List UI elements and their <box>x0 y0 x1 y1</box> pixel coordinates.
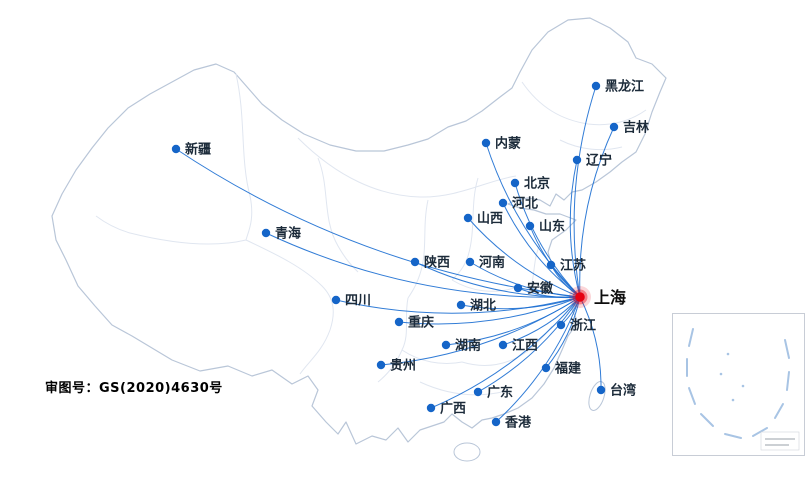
province-label: 河南 <box>479 255 505 271</box>
province-label: 湖南 <box>455 338 481 354</box>
route-arc <box>569 159 581 298</box>
province-dot[interactable] <box>261 228 271 238</box>
province-label: 辽宁 <box>586 153 612 169</box>
route-arc <box>398 296 581 325</box>
province-dot[interactable] <box>463 213 473 223</box>
taiwan-island <box>588 381 606 411</box>
province-label: 福建 <box>554 361 581 377</box>
province-label: 江苏 <box>560 258 586 274</box>
province-label: 四川 <box>345 294 371 309</box>
province-label: 安徽 <box>527 281 554 297</box>
origin-marker: 上海 <box>569 286 626 308</box>
origin-label: 上海 <box>594 288 626 307</box>
province-dots <box>171 81 619 427</box>
province-dot[interactable] <box>465 257 475 267</box>
province-label: 贵州 <box>390 358 416 374</box>
china-outline <box>51 17 667 445</box>
province-label: 山西 <box>477 211 503 227</box>
province-label: 新疆 <box>185 142 211 158</box>
province-dot[interactable] <box>426 403 436 413</box>
route-arc <box>573 85 597 298</box>
route-arc <box>430 296 581 409</box>
route-arc <box>335 296 581 314</box>
origin-dot[interactable] <box>575 292 585 302</box>
province-dot[interactable] <box>481 138 491 148</box>
route-arc <box>485 142 581 298</box>
province-label: 台湾 <box>610 383 636 399</box>
province-dot[interactable] <box>410 257 420 267</box>
route-arc <box>517 287 581 299</box>
route-arc <box>502 296 581 346</box>
province-dot[interactable] <box>441 340 451 350</box>
province-dot[interactable] <box>473 387 483 397</box>
province-label: 陕西 <box>424 255 450 271</box>
route-arc <box>265 232 581 298</box>
route-arcs <box>175 85 615 423</box>
province-dot[interactable] <box>541 363 551 373</box>
province-label: 广西 <box>440 401 466 417</box>
province-dot[interactable] <box>525 221 535 231</box>
route-arc <box>469 261 581 298</box>
province-label: 香港 <box>504 415 532 431</box>
nine-dash-line <box>686 328 790 439</box>
province-dot[interactable] <box>572 155 582 165</box>
province-dot[interactable] <box>456 300 466 310</box>
province-dot[interactable] <box>498 340 508 350</box>
province-dot[interactable] <box>171 144 181 154</box>
province-label: 广东 <box>487 385 513 401</box>
route-arc <box>545 296 581 369</box>
province-dot[interactable] <box>498 198 508 208</box>
inset-islands <box>719 352 745 402</box>
province-label: 吉林 <box>623 120 649 136</box>
province-dot[interactable] <box>546 260 556 270</box>
province-label: 河北 <box>512 196 538 212</box>
province-dot[interactable] <box>491 417 501 427</box>
province-dot[interactable] <box>510 178 520 188</box>
province-dot[interactable] <box>513 283 523 293</box>
province-label: 山东 <box>539 219 565 235</box>
route-arc <box>514 182 581 298</box>
province-dot[interactable] <box>331 295 341 305</box>
route-arc <box>579 296 602 391</box>
map-approval-number: 审图号：GS(2020)4630号 <box>45 381 223 396</box>
province-dot[interactable] <box>556 320 566 330</box>
province-dot[interactable] <box>376 360 386 370</box>
province-dot[interactable] <box>596 385 606 395</box>
inset-caption-box <box>760 431 800 451</box>
province-label: 浙江 <box>570 318 596 334</box>
province-dot[interactable] <box>591 81 601 91</box>
inset-canvas <box>686 328 800 451</box>
route-arc <box>460 296 581 310</box>
route-arc <box>579 126 615 298</box>
province-label: 青海 <box>275 226 301 242</box>
route-arc <box>380 296 581 366</box>
south-china-sea-inset <box>672 313 805 456</box>
province-label: 黑龙江 <box>605 79 644 95</box>
province-dot[interactable] <box>609 122 619 132</box>
province-dot[interactable] <box>394 317 404 327</box>
route-arc <box>477 296 581 393</box>
province-label: 湖北 <box>470 299 496 314</box>
province-label: 内蒙 <box>495 136 521 152</box>
province-label: 江西 <box>512 338 538 354</box>
route-arc <box>467 217 581 298</box>
province-label: 北京 <box>524 176 550 192</box>
hainan-island <box>453 442 481 462</box>
province-label: 重庆 <box>408 315 434 331</box>
